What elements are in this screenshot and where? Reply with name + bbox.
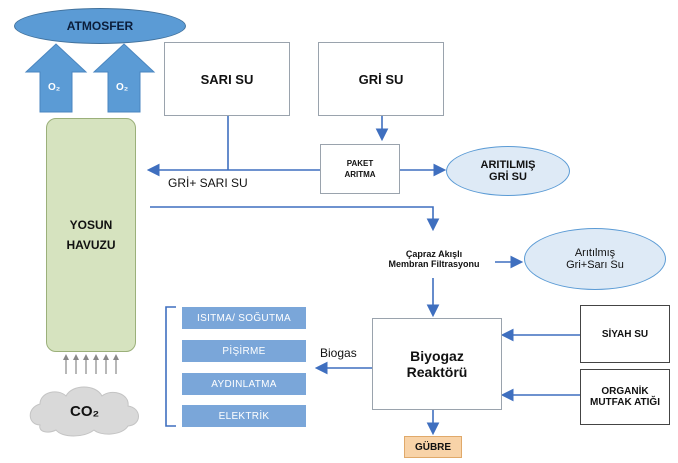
reactor-line1: Biyogaz [410,348,464,364]
treated-grey-yellow-line2: Gri+Sarı Su [566,259,624,271]
treated-grey-water-line2: GRİ SU [489,171,527,183]
grey-water-box: GRİ SU [318,42,444,116]
fertilizer-label: GÜBRE [414,441,452,453]
package-treatment-line2: ARITMA [344,170,376,179]
energy-use-cooking: PİŞİRME [182,340,306,362]
biogas-label: Biogas [320,346,357,360]
atmosphere-label: ATMOSFER [66,19,134,33]
package-treatment-box: PAKET ARITMA [320,144,400,194]
oxygen-label-1: O₂ [48,82,61,93]
energy-use-heating-cooling: ISITMA/ SOĞUTMA [182,307,306,329]
package-treatment-line1: PAKET [346,159,374,168]
energy-use-lighting: AYDINLATMA [182,373,306,395]
co2-label: CO₂ [70,403,100,420]
organic-waste-line1: ORGANİK [601,386,649,397]
atmosphere-ellipse: ATMOSFER [14,8,186,44]
oxygen-arrow-1 [24,43,88,113]
treated-grey-water-line1: ARITILMIŞ [480,159,536,171]
algae-pond-line1: YOSUN [69,218,113,232]
algae-pond: YOSUN HAVUZU [46,118,136,352]
grey-yellow-water-label: GRİ+ SARI SU [168,176,248,190]
reactor-line2: Reaktörü [406,364,468,380]
organic-waste-box: ORGANİK MUTFAK ATIĞI [580,369,670,425]
yellow-water-label: SARI SU [200,71,254,87]
oxygen-label-2: O₂ [116,82,129,93]
algae-pond-line2: HAVUZU [66,238,116,252]
membrane-line2: Membran Filtrasyonu [388,259,480,269]
biogas-reactor-box: Biyogaz Reaktörü [372,318,502,410]
organic-waste-line2: MUTFAK ATIĞI [590,397,660,408]
treated-grey-yellow-line1: Arıtılmış [574,247,616,259]
oxygen-arrow-2 [92,43,156,113]
yellow-water-box: SARI SU [164,42,290,116]
treated-grey-yellow-water-ellipse: Arıtılmış Gri+Sarı Su [524,228,666,290]
black-water-label: SİYAH SU [601,328,649,340]
grey-water-label: GRİ SU [358,71,404,87]
fertilizer-box: GÜBRE [404,436,462,458]
membrane-line1: Çapraz Akışlı [405,249,463,259]
energy-use-electricity: ELEKTRİK [182,405,306,427]
treated-grey-water-ellipse: ARITILMIŞ GRİ SU [446,146,570,196]
black-water-box: SİYAH SU [580,305,670,363]
membrane-filtration-box: Çapraz Akışlı Membran Filtrasyonu [374,240,494,278]
